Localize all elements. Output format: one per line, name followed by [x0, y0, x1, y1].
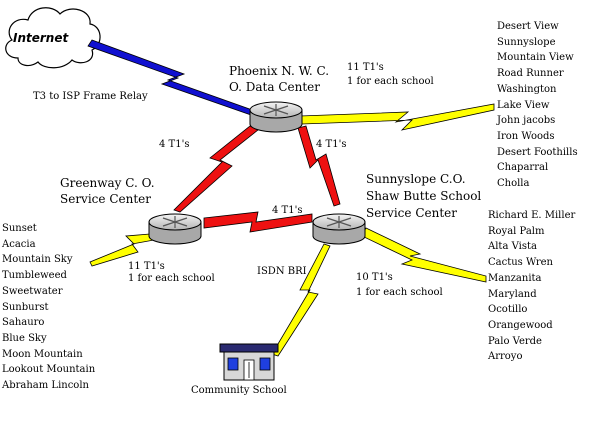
list-item: Cholla	[497, 178, 530, 190]
list-item: Lake View	[497, 99, 550, 111]
list-item: Sunnyslope	[497, 36, 556, 48]
list-item: Desert View	[497, 21, 559, 32]
phoenix-label-line2: O. Data Center	[229, 80, 321, 94]
phoenix-label-line1: Phoenix N. W. C.	[229, 64, 330, 78]
sunnyslope-label-line1: Sunnyslope C.O.	[366, 172, 466, 186]
list-item: Chaparral	[497, 162, 549, 174]
phoenix-sunnyslope-link	[297, 125, 341, 207]
list-item: Cactus Wren	[488, 257, 553, 269]
phoenix-t1-note-label: 1 for each school	[347, 76, 434, 87]
list-item: Sweetwater	[2, 285, 63, 297]
list-item: Mountain Sky	[2, 254, 73, 266]
list-item: Blue Sky	[2, 332, 47, 344]
list-item: Abraham Lincoln	[2, 380, 89, 392]
router-icon	[312, 213, 366, 245]
school-building-icon	[219, 343, 279, 381]
phoenix-t1-count-label: 11 T1's	[347, 62, 384, 73]
list-item: Lookout Mountain	[2, 364, 96, 376]
list-item: Acacia	[2, 238, 36, 250]
list-item: John jacobs	[497, 115, 556, 127]
list-item: Iron Woods	[497, 130, 555, 142]
list-item: Alta Vista	[488, 241, 537, 253]
sunnyslope-school-list: Richard E. Miller Royal Palm Alta Vista …	[488, 208, 575, 365]
isdn-link	[271, 243, 331, 357]
isdn-link-label: ISDN BRI	[257, 266, 307, 277]
sunnyslope-schools-link	[361, 227, 487, 283]
list-item: Road Runner	[497, 68, 564, 80]
list-item: Richard E. Miller	[488, 210, 576, 221]
sunnyslope-label-line2: Shaw Butte School	[366, 189, 482, 203]
greenway-schools-note-label: 1 for each school	[128, 273, 215, 284]
list-item: Orangewood	[488, 319, 553, 331]
cloud-icon	[5, 7, 101, 69]
list-item: Desert Foothills	[497, 146, 578, 158]
phoenix-school-list: Desert View Sunnyslope Mountain View Roa…	[497, 19, 578, 192]
list-item: Sunset	[2, 223, 37, 234]
greenway-sunnyslope-link	[203, 211, 313, 233]
t3-link-label: T3 to ISP Frame Relay	[33, 91, 148, 102]
router-icon	[148, 213, 202, 245]
phoenix-greenway-link	[173, 125, 259, 213]
list-item: Washington	[497, 83, 557, 95]
list-item: Ocotillo	[488, 304, 528, 316]
sunnyslope-schools-note-label: 1 for each school	[356, 287, 443, 298]
internet-label: Internet	[13, 31, 69, 45]
list-item: Moon Mountain	[2, 348, 83, 360]
sunnyslope-schools-count-label: 10 T1's	[356, 272, 393, 283]
t3-link	[87, 39, 259, 117]
greenway-label-line2: Service Center	[60, 192, 151, 206]
list-item: Palo Verde	[488, 335, 542, 347]
list-item: Manzanita	[488, 272, 542, 284]
greenway-sunnyslope-link-label: 4 T1's	[272, 205, 303, 216]
list-item: Royal Palm	[488, 225, 545, 237]
greenway-schools-count-label: 11 T1's	[128, 261, 165, 272]
list-item: Maryland	[488, 288, 537, 300]
greenway-label-line1: Greenway C. O.	[60, 176, 155, 190]
greenway-schools-link	[89, 233, 155, 267]
list-item: Arroyo	[488, 351, 523, 363]
list-item: Mountain View	[497, 52, 574, 64]
greenway-school-list: Sunset Acacia Mountain Sky Tumbleweed Sw…	[2, 221, 95, 394]
list-item: Tumbleweed	[2, 270, 67, 282]
community-school-label: Community School	[191, 385, 287, 396]
router-icon	[249, 101, 303, 133]
phoenix-schools-link	[299, 103, 495, 131]
phoenix-sunnyslope-link-label: 4 T1's	[316, 139, 347, 150]
list-item: Sunburst	[2, 301, 49, 313]
list-item: Sahauro	[2, 317, 45, 329]
phoenix-greenway-link-label: 4 T1's	[159, 139, 190, 150]
sunnyslope-label-line3: Service Center	[366, 206, 457, 220]
